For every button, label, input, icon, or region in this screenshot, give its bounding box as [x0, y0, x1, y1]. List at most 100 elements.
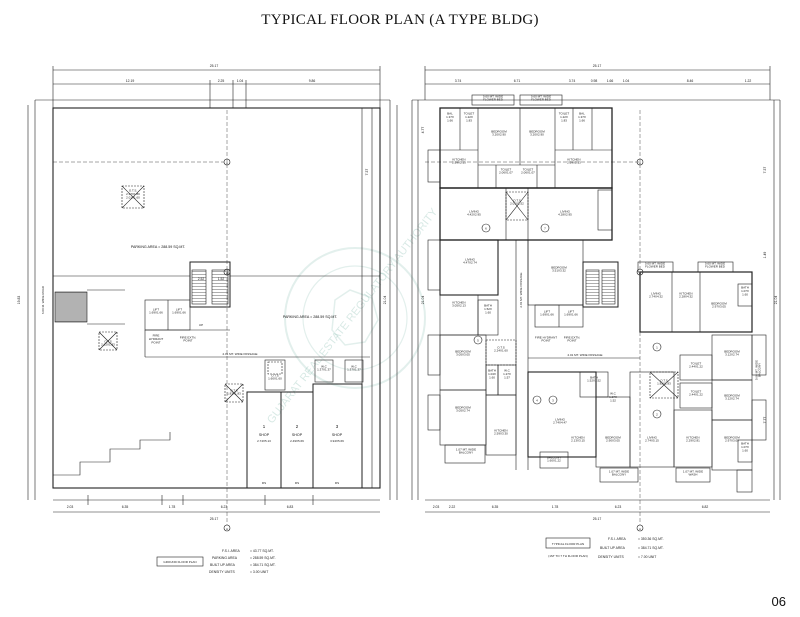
svg-text:2.52: 2.52: [198, 277, 205, 281]
svg-text:8.46: 8.46: [687, 79, 694, 83]
svg-text:O.T.S1.82X1.83: O.T.S1.82X1.83: [657, 378, 671, 385]
ground-plan-labels: 25.17 12.19 2.25 1.04 9.86 19.83 21.04 7…: [17, 64, 387, 574]
page-title: TYPICAL FLOOR PLAN (A TYPE BLDG): [261, 12, 539, 28]
svg-text:BUILT UP AREA: BUILT UP AREA: [600, 546, 626, 550]
svg-text:7.77: 7.77: [763, 417, 767, 424]
svg-text:1.04: 1.04: [623, 79, 630, 83]
page-number: 06: [771, 594, 786, 609]
svg-text:2.03: 2.03: [67, 505, 74, 509]
svg-text:2.25: 2.25: [218, 79, 225, 83]
svg-text:1.07 MT. WIDEBALCONY: 1.07 MT. WIDEBALCONY: [456, 447, 476, 454]
svg-text:4: 4: [536, 399, 538, 403]
svg-text:O.T.S2.62X1.83: O.T.S2.62X1.83: [101, 339, 115, 346]
svg-text:O.T.S2.01X1.52: O.T.S2.01X1.52: [510, 198, 524, 205]
svg-text:21.04: 21.04: [383, 296, 387, 305]
typical-plan-caption-sub: (1ST TO 7 TH FLOOR PLAN): [548, 554, 587, 558]
svg-text:1.07 MT. WIDEBALCONY: 1.07 MT. WIDEBALCONY: [609, 469, 629, 476]
svg-text:2.01 MT. WIDE PASSAGE: 2.01 MT. WIDE PASSAGE: [567, 353, 602, 357]
svg-text:F.S.I. AREA: F.S.I. AREA: [222, 549, 240, 553]
typical-plan-caption-box: [545, 537, 591, 549]
svg-text:SHOP: SHOP: [332, 433, 343, 437]
svg-text:9.86: 9.86: [309, 79, 316, 83]
svg-text:1.78: 1.78: [552, 505, 559, 509]
svg-text:1: 1: [263, 424, 266, 429]
svg-text:2.03: 2.03: [433, 505, 440, 509]
svg-text:12.19: 12.19: [126, 79, 135, 83]
svg-text:1.04: 1.04: [237, 79, 244, 83]
svg-text:3.74: 3.74: [569, 79, 576, 83]
svg-text:DENSITY UNITS: DENSITY UNITS: [598, 555, 624, 559]
svg-text:25.17: 25.17: [593, 64, 602, 68]
svg-text:21.04: 21.04: [774, 296, 778, 305]
svg-text:19.83: 19.83: [17, 296, 21, 305]
svg-text:O.T.S1.83X1.83: O.T.S1.83X1.83: [227, 388, 241, 395]
svg-text:6.83: 6.83: [287, 505, 294, 509]
svg-text:O.T.S1.60X1.60: O.T.S1.60X1.60: [268, 373, 282, 380]
svg-text:F.S.I. AREA: F.S.I. AREA: [608, 537, 626, 541]
svg-text:1: 1: [656, 346, 658, 350]
svg-text:= 3.00 UNIT: = 3.00 UNIT: [250, 570, 268, 574]
svg-text:= 7.00 UNIT: = 7.00 UNIT: [638, 555, 656, 559]
svg-text:O.T.S2.24X1.60: O.T.S2.24X1.60: [494, 345, 508, 352]
svg-text:W.C1.37X1.37: W.C1.37X1.37: [317, 364, 331, 371]
watermark-seal: [284, 247, 426, 389]
svg-text:25.17: 25.17: [593, 517, 602, 521]
svg-text:3.94X5.69: 3.94X5.69: [330, 439, 344, 443]
svg-text:RS: RS: [295, 481, 299, 485]
svg-text:3: 3: [552, 399, 554, 403]
svg-text:0.60 MT. WIDEBALCONY: 0.60 MT. WIDEBALCONY: [754, 360, 761, 380]
svg-text:2.74X5.13: 2.74X5.13: [257, 439, 271, 443]
svg-text:6.35: 6.35: [122, 505, 129, 509]
svg-text:1.66: 1.66: [607, 79, 614, 83]
svg-text:A: A: [639, 271, 641, 275]
svg-text:2.01 MT. WIDE PASSAGE: 2.01 MT. WIDE PASSAGE: [519, 272, 523, 307]
svg-text:1.22: 1.22: [745, 79, 752, 83]
svg-text:A: A: [226, 527, 228, 531]
svg-text:= 350.36 SQ.MT.: = 350.36 SQ.MT.: [638, 537, 664, 541]
svg-text:UP: UP: [199, 323, 203, 327]
svg-text:6.82: 6.82: [702, 505, 709, 509]
svg-text:6: 6: [485, 227, 487, 231]
ground-floor-plan: [27, 66, 398, 532]
svg-text:6.71: 6.71: [514, 79, 521, 83]
svg-text:2: 2: [656, 413, 658, 417]
typical-plan-labels: 25.17 3.74 6.71 3.74 0.98 1.66 1.04 8.46…: [421, 64, 778, 559]
svg-text:O.T.S.2.97X1.802.01X1.60: O.T.S.2.97X1.802.01X1.60: [126, 189, 140, 200]
svg-text:25.17: 25.17: [210, 64, 219, 68]
svg-text:A: A: [639, 161, 641, 165]
svg-text:3: 3: [336, 424, 339, 429]
svg-text:6.23: 6.23: [221, 505, 228, 509]
svg-text:6.00 M. WIDE ROAD: 6.00 M. WIDE ROAD: [41, 285, 45, 314]
svg-text:7.37: 7.37: [365, 169, 369, 176]
